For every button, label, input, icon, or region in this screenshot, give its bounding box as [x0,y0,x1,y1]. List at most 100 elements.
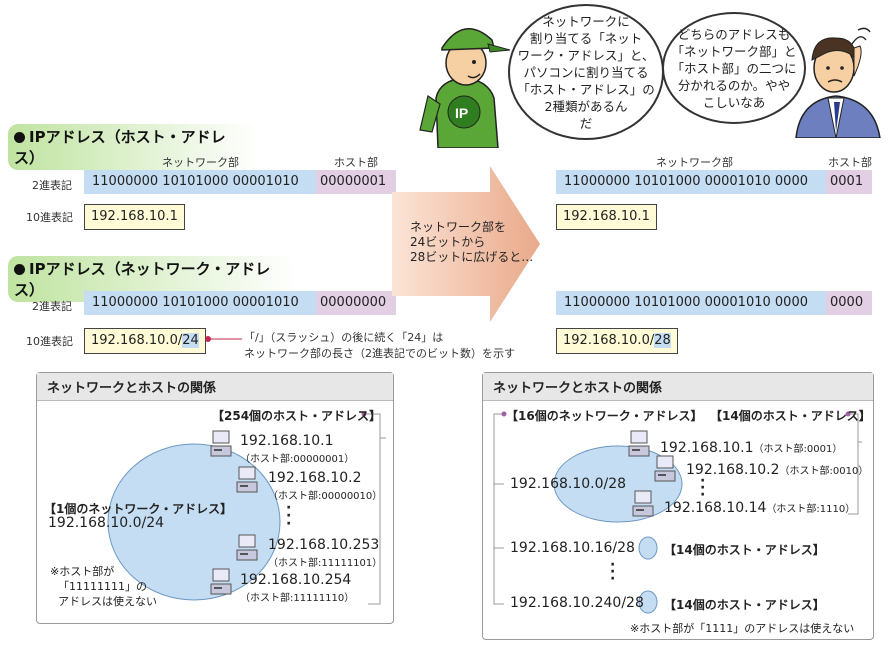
network-ellipse-240 [638,590,658,614]
prefix-length: 28 [654,333,671,348]
panel-title: ネットワークとホストの関係 [37,373,393,401]
network-decimal-box-28: 192.168.10.0/28 [556,328,678,354]
bubble-line: だ [579,115,593,131]
row-decimal-label: 10進表記 [26,335,73,348]
network-address-16: 192.168.10.16/28 [510,540,635,556]
host-ip: 192.168.10.1（ホスト部:0001） [660,440,842,456]
man-illustration [795,27,881,138]
net240-hosts-label: 【14個のホスト・アドレス】 [664,598,825,612]
network-decimal-box: 192.168.10.0/24 [84,328,206,354]
worker-speech-bubble: ネットワークに 割り当てる「ネット ワーク・アドレス」と、 パソコンに割り当てる… [508,4,664,140]
host-ip-text: 192.168.10.2 [686,462,780,478]
section-network-address-title: IPアドレス（ネットワーク・アドレス） [8,256,296,302]
unusable-note: ※ホスト部が「1111」のアドレスは使えない [630,622,855,635]
host-bits: （ホスト部:00000010） [268,491,383,502]
computer-icon [210,430,232,457]
prefix-pointer-line [205,336,242,342]
network-binary-row: 11000000 10101000 00001010 00000000 [84,291,396,315]
network-binary-row-28: 11000000 10101000 00001010 0000 0000 [556,291,872,315]
prefix-note-line1: 「/」（スラッシュ）の後に続く「24」は [244,331,444,344]
host-decimal-box: 192.168.10.1 [84,204,185,230]
host-binary-row-28: 11000000 10101000 00001010 0000 0001 [556,170,872,194]
bracket-left [361,411,386,605]
row-binary-label: 2進表記 [32,179,72,192]
note-line: 「11111111」の [58,580,147,593]
network-decimal-value: 192.168.10.0/ [563,333,655,348]
bubble-line: こしいなあ [702,94,766,110]
row-binary-label: 2進表記 [32,300,72,313]
host-ip-text: 192.168.10.1 [660,440,754,456]
host-ip: 192.168.10.2 [268,470,362,486]
computer-icon [236,466,258,493]
networks-count-label: 【16個のネットワーク・アドレス】 [506,409,703,423]
bubble-line: ワーク・アドレス」と、 [517,47,655,63]
unusable-note: ※ホスト部が 「11111111」の アドレスは使えない [50,564,157,609]
note-line: ※ホスト部が [50,565,115,578]
ellipsis-dots: ··· [286,500,292,532]
host-ip: 192.168.10.254 [240,572,352,588]
note-line: アドレスは使えない [58,595,157,608]
arrow-caption: ネットワーク部を 24ビットから 28ビットに広げると… [410,220,533,265]
network-address: 192.168.10.0/28 [510,476,627,492]
host-decimal-box-28: 192.168.10.1 [556,204,657,230]
col-network-label: ネットワーク部 [656,156,733,169]
network-ellipse-16 [638,536,658,560]
panel-title: ネットワークとホストの関係 [483,373,873,401]
network-address-240: 192.168.10.240/28 [510,595,644,611]
col-host-label: ホスト部 [828,156,872,169]
binary-network-part: 11000000 10101000 00001010 0000 [556,170,826,194]
bubble-line: 「ネットワーク部」と [671,43,797,59]
binary-host-part: 00000001 [316,170,396,194]
host-ip: 192.168.10.1 [240,433,334,449]
host-bits: （ホスト部:0010） [779,466,869,477]
section-host-address-title: IPアドレス（ホスト・アドレス） [8,124,258,170]
section-title-text: IPアドレス（ネットワーク・アドレス） [14,260,271,299]
host-bits: （ホスト部:1110） [766,504,856,515]
col-network-label: ネットワーク部 [162,156,239,169]
net16-hosts-label: 【14個のホスト・アドレス】 [664,543,825,557]
bracket-hosts [845,411,862,515]
bubble-line: ネットワークに [542,13,630,29]
row-decimal-label: 10進表記 [26,211,73,224]
bubble-line: 「ホスト・アドレス」の [517,81,655,97]
relation-panel-right: ネットワークとホストの関係 [482,372,874,640]
host-bits: （ホスト部:0001） [753,444,843,455]
host-bits: （ホスト部:00000001） [240,454,355,465]
host-binary-row: 11000000 10101000 00001010 00000001 [84,170,396,194]
bubble-line: どちらのアドレスも [677,26,791,42]
col-host-label: ホスト部 [334,156,378,169]
bullet-icon [14,132,25,143]
binary-network-part: 11000000 10101000 00001010 0000 [556,291,826,315]
expand-arrow [392,166,540,322]
bubble-line: 分かれるのか。やや [677,77,791,93]
host-bits: （ホスト部:11111101） [268,558,383,569]
ellipsis-dots: ··· [700,473,706,503]
network-count-label: 【1個のネットワーク・アドレス】 [44,502,233,516]
host-bits: （ホスト部:11111110） [240,593,355,604]
host-ip: 192.168.10.14（ホスト部:1110） [664,500,855,516]
network-address: 192.168.10.0/24 [48,515,165,531]
binary-network-part: 11000000 10101000 00001010 [84,170,316,194]
host-ip: 192.168.10.253 [268,537,380,553]
prefix-length: 24 [182,333,199,348]
bubble-line: 「ホスト部」の二つに [671,60,797,76]
worker-illustration: IP [419,27,511,148]
binary-host-part: 00000000 [316,291,396,315]
man-speech-bubble: どちらのアドレスも 「ネットワーク部」と 「ホスト部」の二つに 分かれるのか。や… [662,12,806,124]
svg-text:IP: IP [455,105,468,121]
bracket-nets [493,411,507,605]
bubble-line: 割り当てる「ネット [529,30,643,46]
arrow-caption-line: 28ビットに広げると… [410,250,534,264]
prefix-note-line2: ネットワーク部の長さ（2進表記でのビット数）を示す [244,347,515,360]
binary-network-part: 11000000 10101000 00001010 [84,291,316,315]
computer-icon [628,430,650,457]
computer-icon [654,455,676,482]
arrow-caption-line: 24ビットから [410,235,486,249]
hosts-count-label: 【14個のホスト・アドレス】 [710,409,871,423]
host-ip: 192.168.10.2（ホスト部:0010） [686,462,868,478]
ellipsis-dots: ··· [610,557,616,587]
hosts-count-label: 【254個のホスト・アドレス】 [212,409,382,423]
computer-icon [632,490,654,517]
arrow-caption-line: ネットワーク部を [410,220,507,234]
bubble-line: パソコンに割り当てる [523,64,649,80]
